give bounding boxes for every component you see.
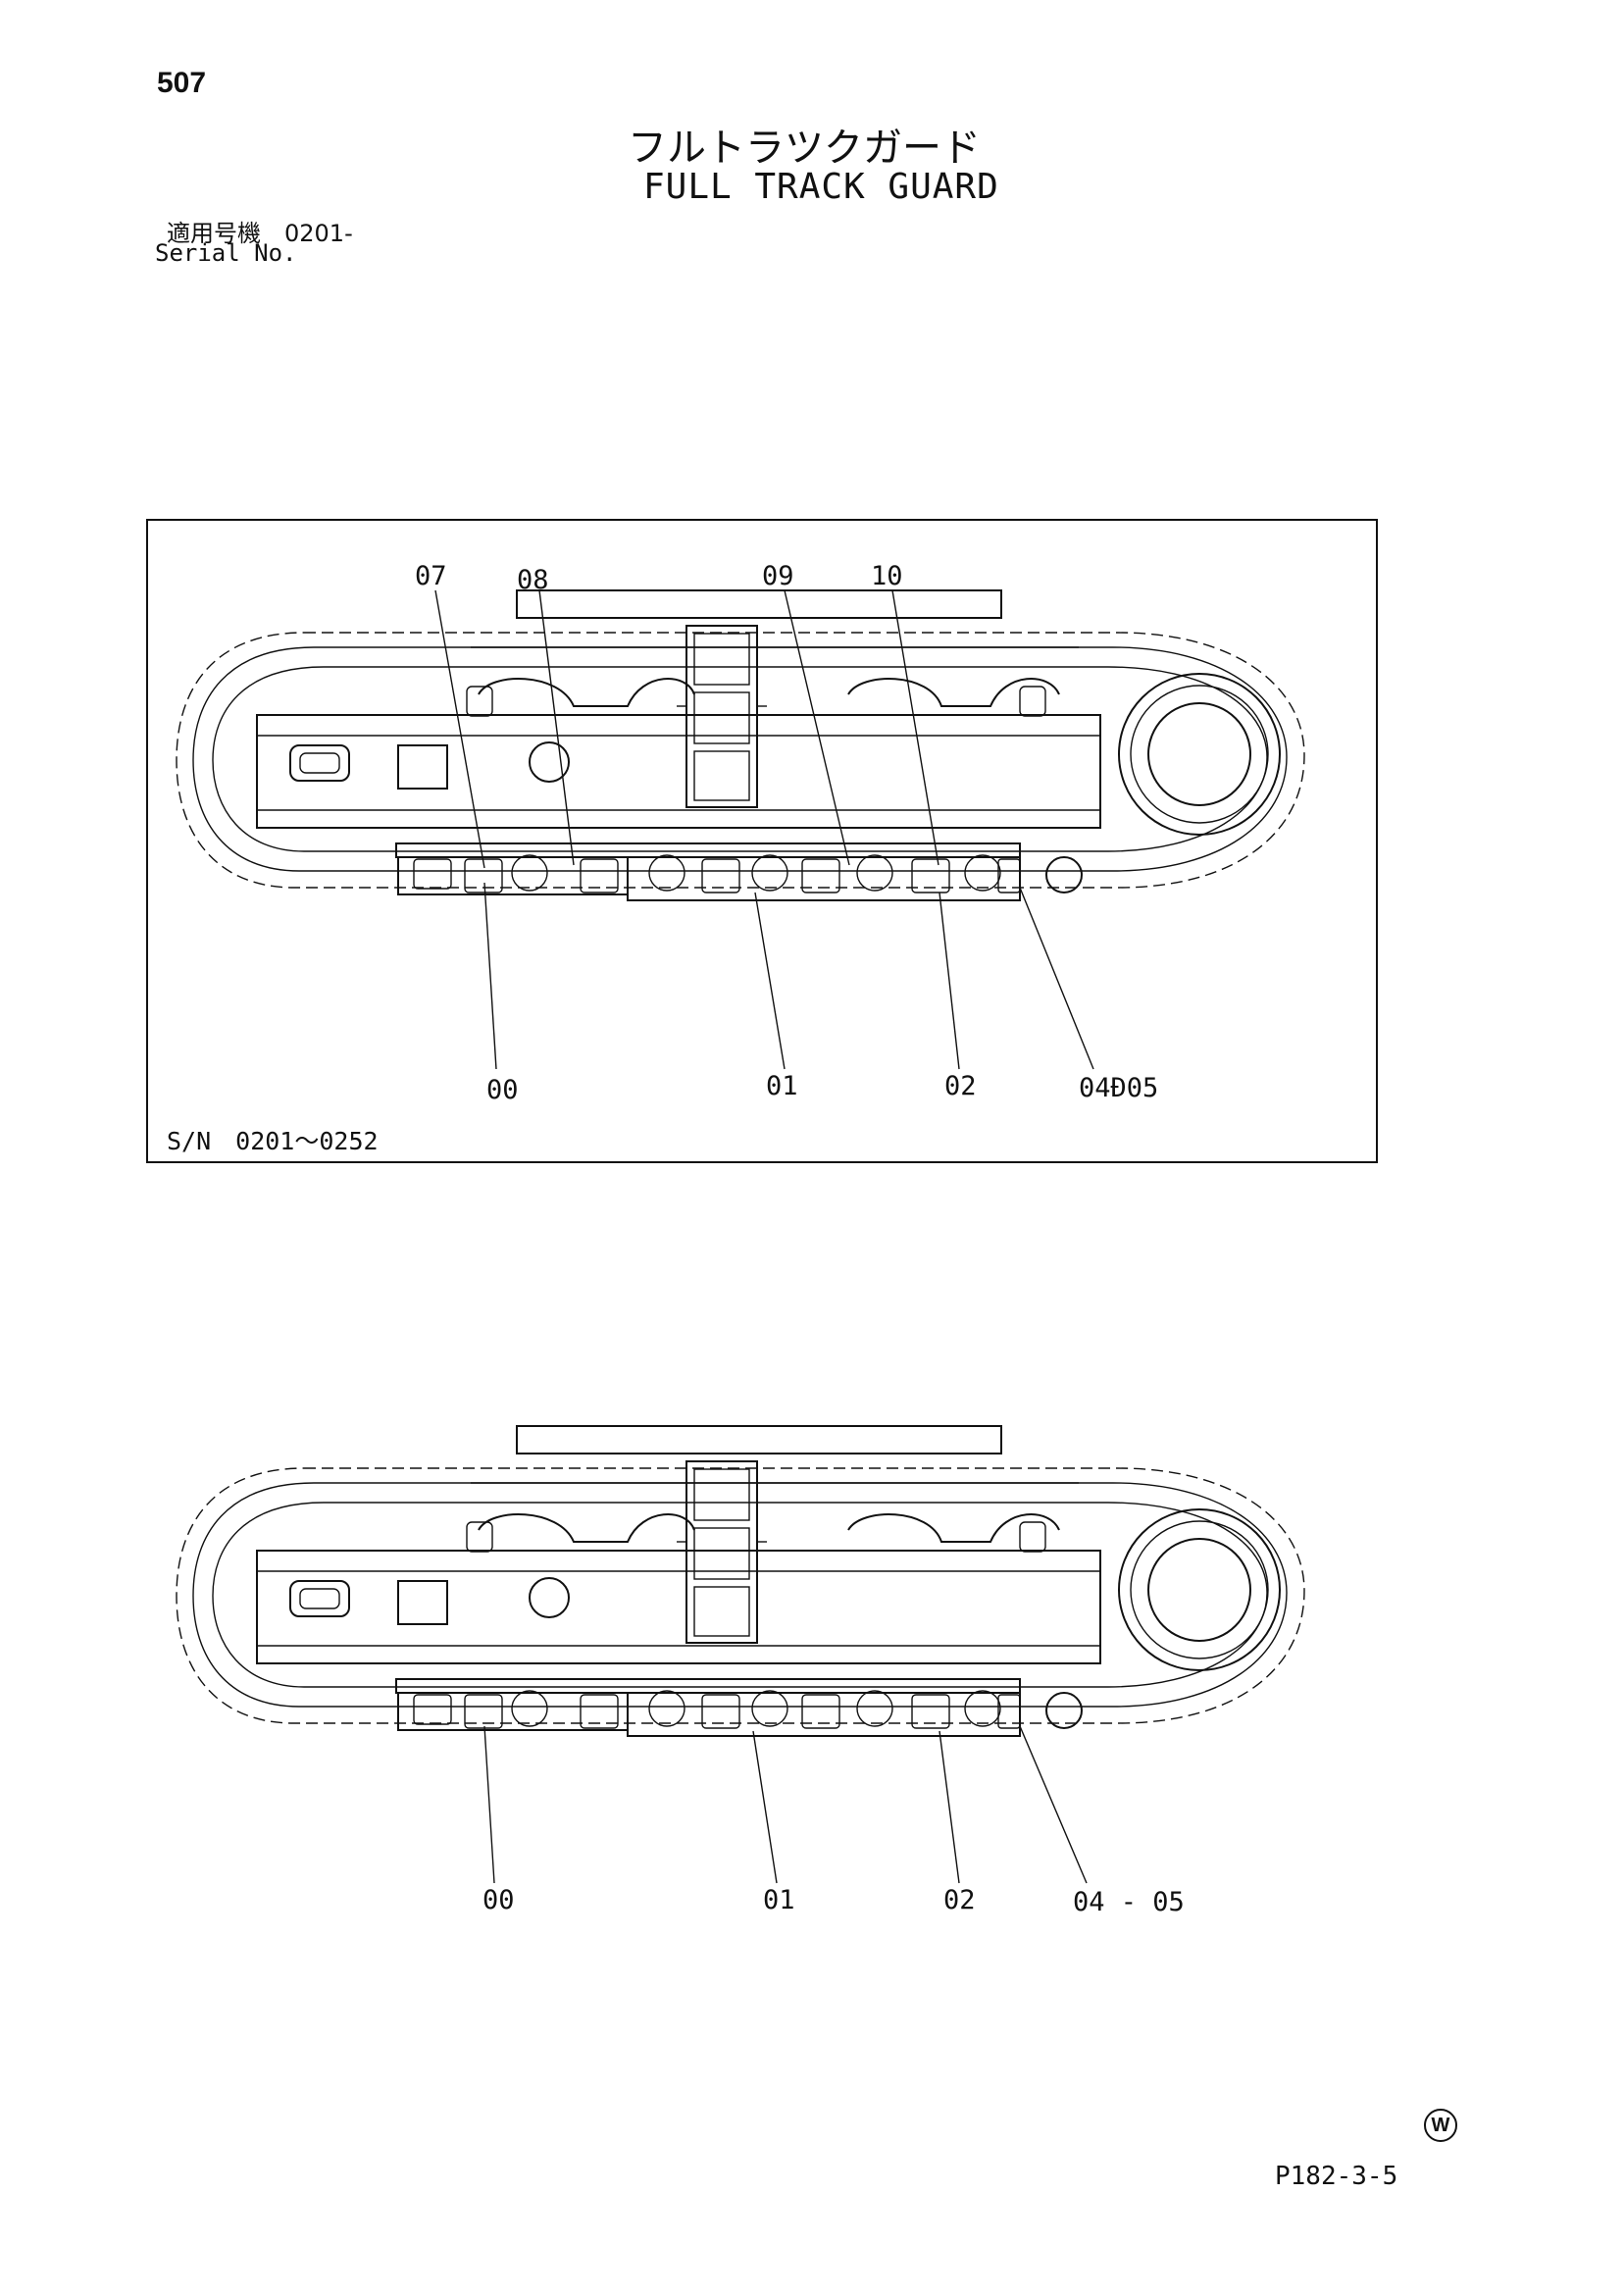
serial-label-english: Serial No. (155, 239, 297, 267)
diagram-2-undercarriage (176, 1425, 1305, 1737)
diagram-2-leader-lines (483, 1725, 1088, 1884)
title-japanese: フルトラツクガード (628, 126, 981, 171)
callout-10: 10 (871, 561, 903, 591)
reference-code: P182-3-5 (1275, 2162, 1398, 2191)
serial-label-japanese: 適用号機 0201- (167, 220, 353, 247)
callout-2-02: 02 (943, 1885, 976, 1915)
callout-2-04-05: 04 - 05 (1073, 1887, 1185, 1917)
callout-01: 01 (766, 1071, 798, 1101)
diagram-1-frame (146, 519, 1378, 1163)
callout-2-01: 01 (763, 1885, 795, 1915)
callout-04-05: 04Ð05 (1079, 1073, 1158, 1103)
callout-08: 08 (517, 565, 549, 595)
callout-02: 02 (944, 1071, 977, 1101)
callout-07: 07 (415, 561, 447, 591)
diagram-1-leader-lines (434, 589, 1094, 1070)
w-mark: W (1424, 2109, 1457, 2142)
serial-range: S/N 0201～0252 (167, 1127, 379, 1155)
callout-00: 00 (486, 1075, 519, 1105)
title-english: FULL TRACK GUARD (643, 167, 999, 207)
callout-2-00: 00 (482, 1885, 515, 1915)
page-number: 507 (157, 67, 207, 99)
diagram-1-undercarriage (176, 589, 1305, 901)
callout-09: 09 (762, 561, 794, 591)
